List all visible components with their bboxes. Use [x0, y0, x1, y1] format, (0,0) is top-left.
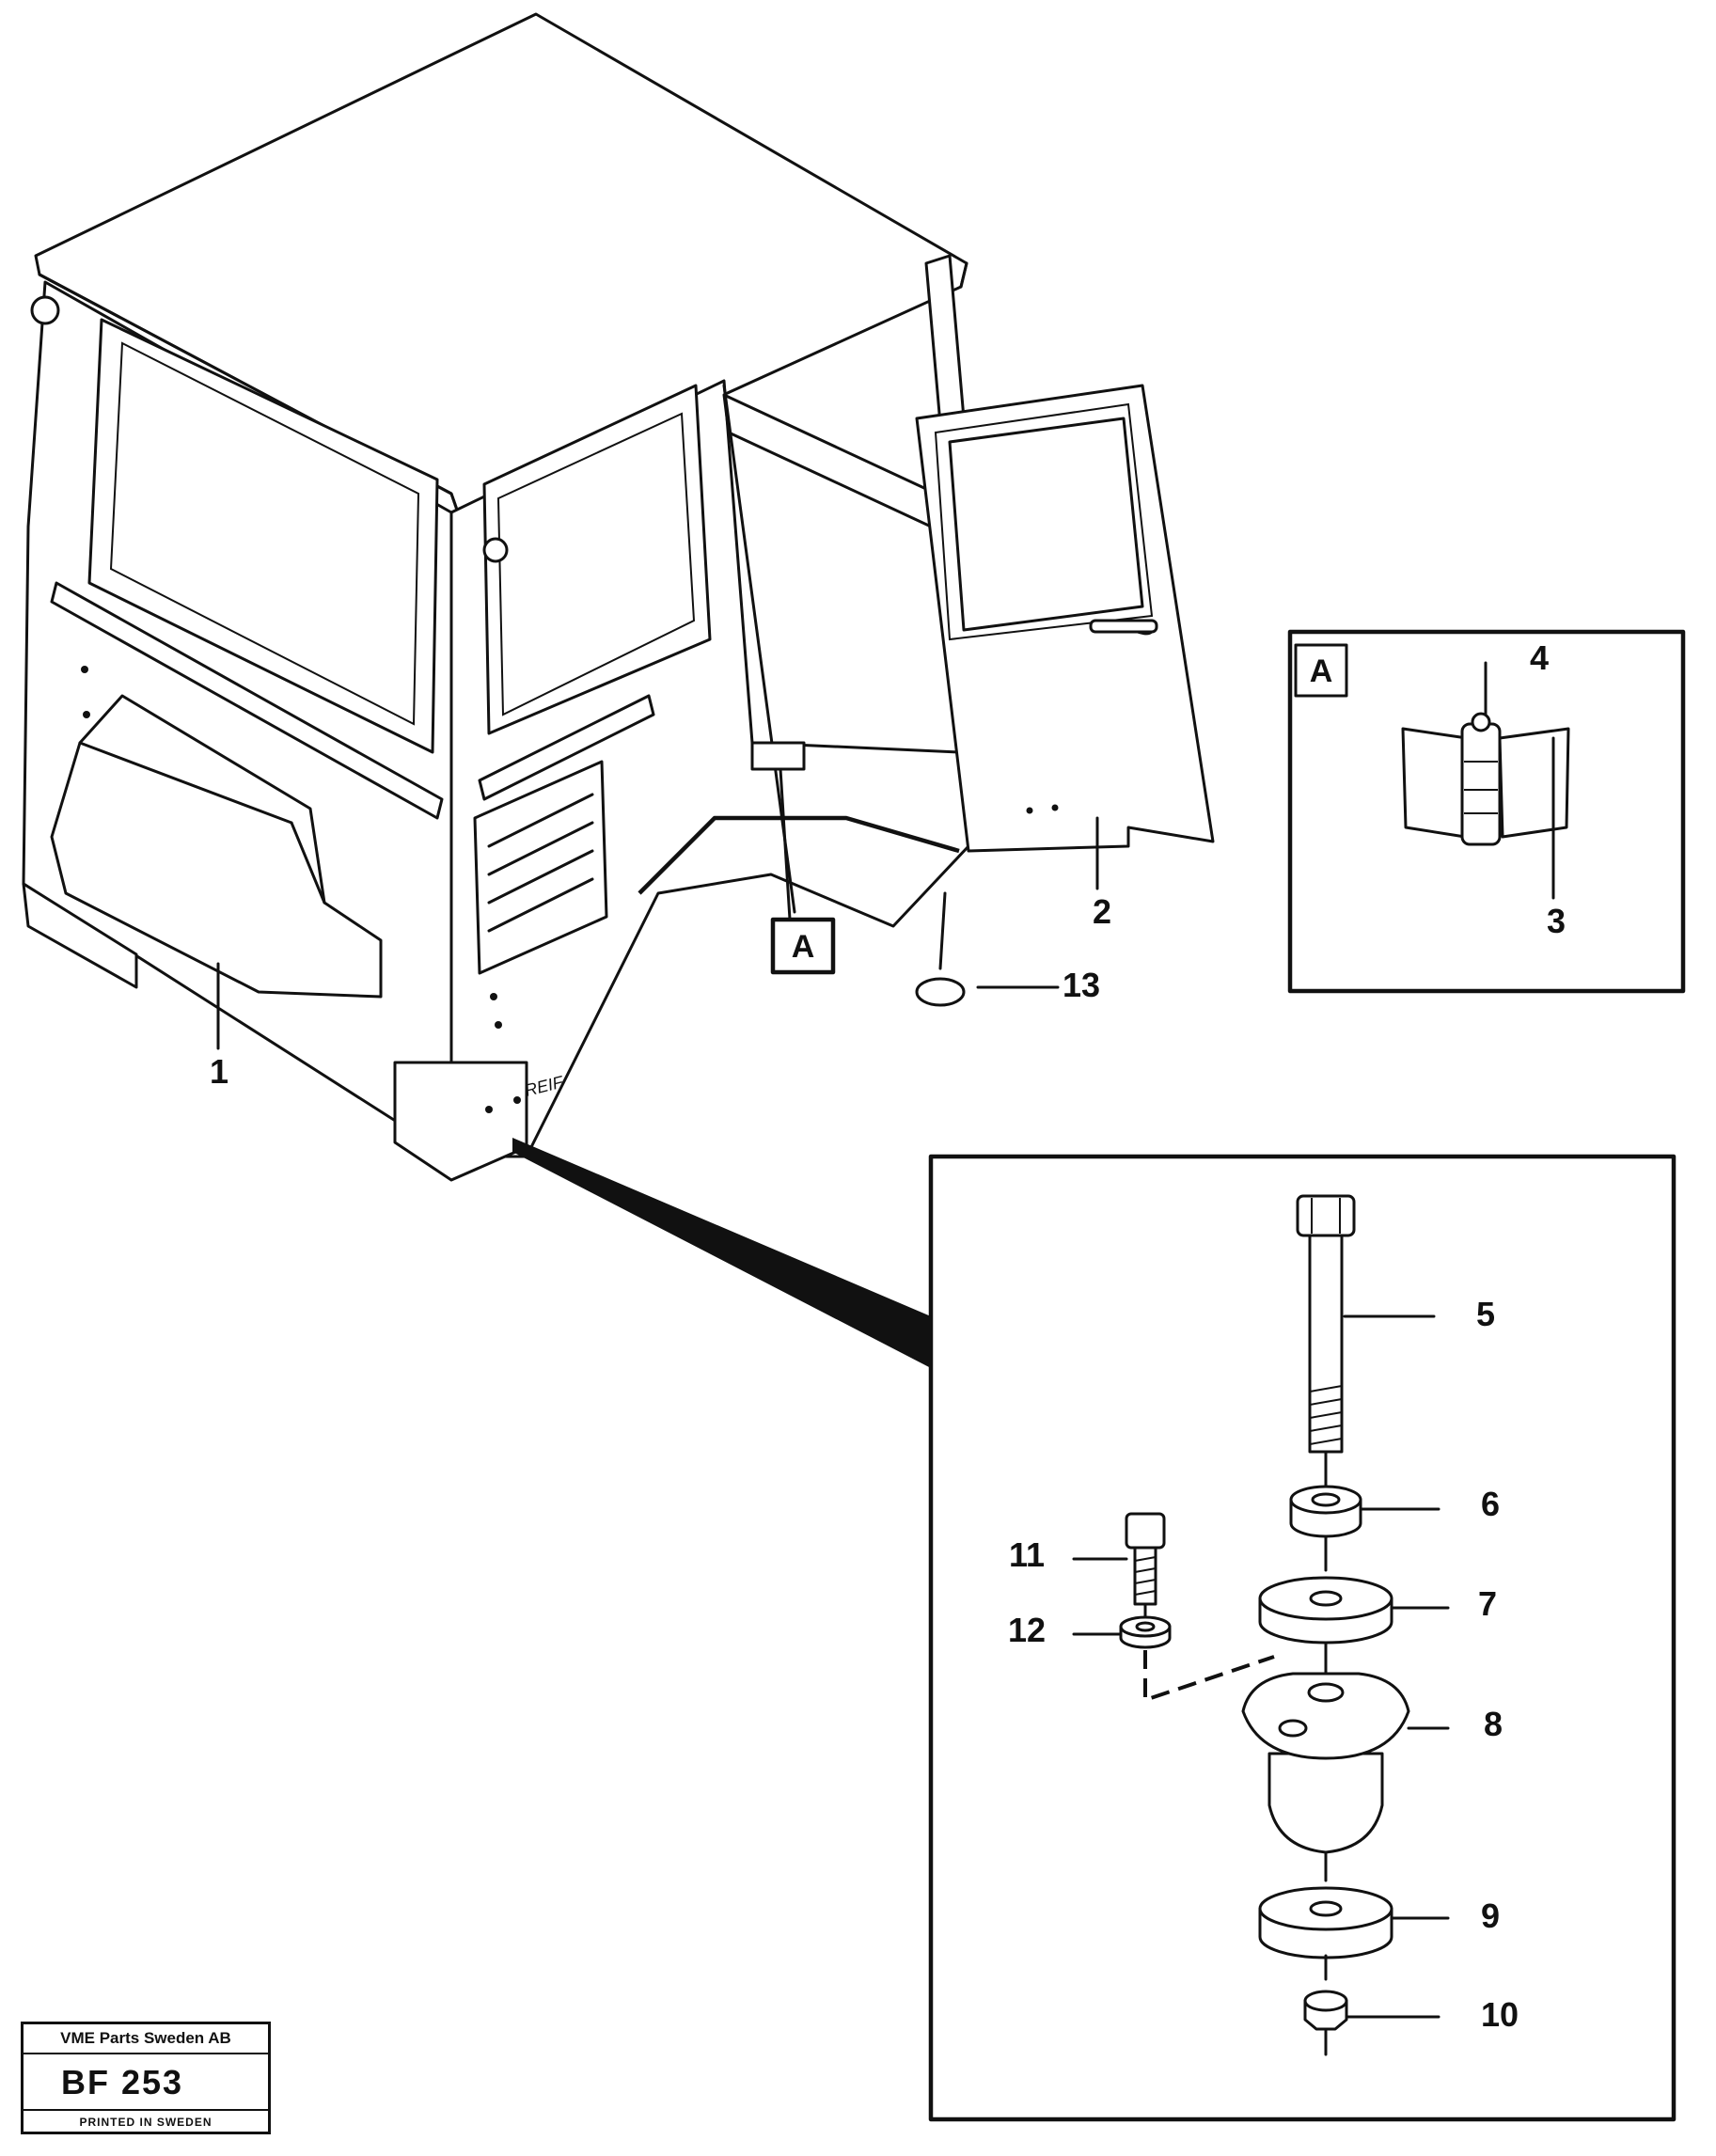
lock-nut — [1303, 1990, 1348, 2031]
grommet-plug — [915, 891, 966, 1007]
small-washer — [1119, 1615, 1172, 1649]
cab-assembly: REIF — [22, 12, 975, 1182]
rubber-washer-upper — [1258, 1576, 1393, 1645]
cab-door — [915, 384, 1215, 853]
rubber-washer-lower — [1258, 1886, 1393, 1959]
callout-1: 1 — [210, 1052, 228, 1091]
callout-12: 12 — [1008, 1611, 1046, 1649]
callout-6: 6 — [1481, 1485, 1500, 1523]
callout-13: 13 — [1063, 966, 1100, 1004]
front-step-panel — [50, 694, 383, 999]
door-hinge — [1401, 712, 1570, 846]
leader-wedge — [512, 1138, 931, 1368]
callout-8: 8 — [1484, 1705, 1503, 1743]
callout-2: 2 — [1093, 892, 1111, 931]
cab-mount-foot — [393, 1061, 528, 1182]
detail-a-letter: A — [1310, 653, 1333, 689]
rubber-cab-mount — [1241, 1672, 1410, 1854]
svg-text:A: A — [792, 929, 815, 965]
detail-a-reference — [770, 917, 836, 975]
callout-7: 7 — [1478, 1584, 1497, 1623]
callout-11: 11 — [1009, 1535, 1045, 1574]
cab-mount-bolt — [1296, 1194, 1356, 1454]
callout-10: 10 — [1481, 1995, 1519, 2034]
detail-a-frame — [1287, 629, 1686, 994]
detail-a-tag — [1294, 643, 1348, 698]
cab-mount-frame — [928, 1154, 1677, 2122]
spacer-sleeve — [1289, 1485, 1362, 1538]
callout-3: 3 — [1547, 902, 1566, 940]
callout-4: 4 — [1530, 638, 1549, 677]
side-window — [482, 384, 712, 735]
title-stamp: VME Parts Sweden AB BF 253 PRINTED IN SW… — [21, 2022, 271, 2134]
stamp-drawing-code: BF 253 — [61, 2063, 184, 2101]
small-screw — [1125, 1512, 1166, 1606]
callout-5: 5 — [1476, 1295, 1495, 1333]
stamp-company: VME Parts Sweden AB — [24, 2024, 268, 2054]
callout-numbers: 1 2 3 4 5 6 7 8 9 10 11 12 13 — [210, 638, 1566, 2034]
stamp-printed-note: PRINTED IN SWEDEN — [24, 2109, 268, 2133]
callout-9: 9 — [1481, 1896, 1500, 1935]
leader-lines — [216, 661, 1555, 2019]
front-windshield — [87, 318, 439, 754]
